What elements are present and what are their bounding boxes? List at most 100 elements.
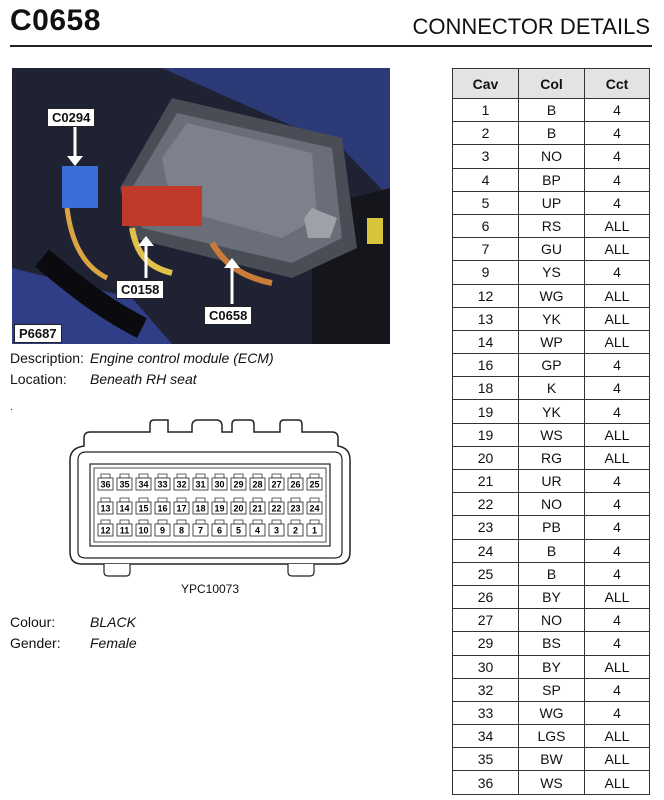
cell-cav: 26 [452, 584, 519, 610]
gender-label: Gender: [10, 635, 61, 651]
cell-cct: 4 [584, 631, 650, 656]
cell-cav: 21 [452, 468, 519, 494]
connector-pin: 6 [211, 519, 228, 537]
connector-pin: 32 [173, 473, 190, 491]
cell-col: NO [518, 492, 585, 517]
pin-number: 17 [176, 504, 186, 514]
cell-cav: 4 [452, 167, 519, 192]
cell-cav: 23 [452, 515, 519, 540]
cell-col: SP [518, 677, 585, 702]
cell-col: NO [518, 608, 585, 633]
cell-col: NO [518, 144, 585, 169]
cell-cct: 4 [584, 608, 650, 633]
cell-cav: 32 [452, 677, 519, 702]
connector-pin: 15 [135, 497, 152, 515]
cell-cct: 4 [584, 144, 650, 169]
connector-pin: 1 [306, 519, 323, 537]
connector-pin: 36 [97, 473, 114, 491]
pin-number: 1 [312, 526, 317, 536]
cell-cct: 4 [584, 376, 650, 401]
connector-pin: 20 [230, 497, 247, 515]
header-cct: Cct [584, 68, 650, 99]
pin-number: 4 [255, 526, 260, 536]
connector-pin: 3 [268, 519, 285, 537]
cell-cct: 4 [584, 190, 650, 215]
pin-number: 8 [179, 526, 184, 536]
cell-cct: 4 [584, 260, 650, 285]
pin-number: 6 [217, 526, 222, 536]
connector-pin: 23 [287, 497, 304, 515]
cell-cav: 19 [452, 422, 519, 447]
pin-number: 33 [157, 480, 167, 490]
pin-number: 32 [176, 480, 186, 490]
cell-cav: 25 [452, 561, 519, 586]
photo-reference: P6687 [14, 324, 62, 343]
pin-number: 35 [119, 480, 129, 490]
cell-col: RG [518, 445, 585, 471]
cell-cct: ALL [584, 724, 650, 749]
cell-cav: 22 [452, 492, 519, 517]
pin-number: 13 [100, 504, 110, 514]
cell-col: BY [518, 654, 585, 679]
cell-col: B [518, 561, 585, 586]
cell-cav: 16 [452, 353, 519, 378]
cell-col: B [518, 97, 585, 123]
cell-cav: 3 [452, 144, 519, 169]
connector-pin: 12 [97, 519, 114, 537]
cell-cct: 4 [584, 492, 650, 517]
cell-cav: 18 [452, 376, 519, 401]
cell-cct: ALL [584, 584, 650, 610]
connector-pin: 16 [154, 497, 171, 515]
cell-cct: ALL [584, 445, 650, 471]
cell-col: YK [518, 399, 585, 424]
cell-cav: 1 [452, 97, 519, 123]
pin-number: 18 [195, 504, 205, 514]
cell-cct: 4 [584, 121, 650, 146]
connector-pin: 4 [249, 519, 266, 537]
cell-col: BW [518, 747, 585, 772]
cell-cav: 30 [452, 654, 519, 679]
cell-cct: 4 [584, 677, 650, 702]
connector-pin: 13 [97, 497, 114, 515]
cell-col: YK [518, 306, 585, 331]
cell-col: GP [518, 353, 585, 378]
cell-cav: 20 [452, 445, 519, 471]
cell-col: UR [518, 468, 585, 494]
cell-cav: 35 [452, 747, 519, 772]
pin-number: 24 [309, 504, 319, 514]
connector-pin: 27 [268, 473, 285, 491]
pin-number: 36 [100, 480, 110, 490]
header-col: Col [518, 68, 585, 99]
cell-col: YS [518, 260, 585, 285]
pin-number: 15 [138, 504, 148, 514]
connector-pin: 26 [287, 473, 304, 491]
cell-col: BS [518, 631, 585, 656]
cell-cav: 12 [452, 283, 519, 308]
callout-c0658: C0658 [204, 306, 253, 325]
table-header-row: Cav Col Cct [452, 68, 650, 99]
cell-col: UP [518, 190, 585, 215]
header-cav: Cav [452, 68, 519, 99]
pin-number: 19 [214, 504, 224, 514]
cell-cav: 7 [452, 237, 519, 262]
pin-number: 29 [233, 480, 243, 490]
cell-cav: 5 [452, 190, 519, 215]
